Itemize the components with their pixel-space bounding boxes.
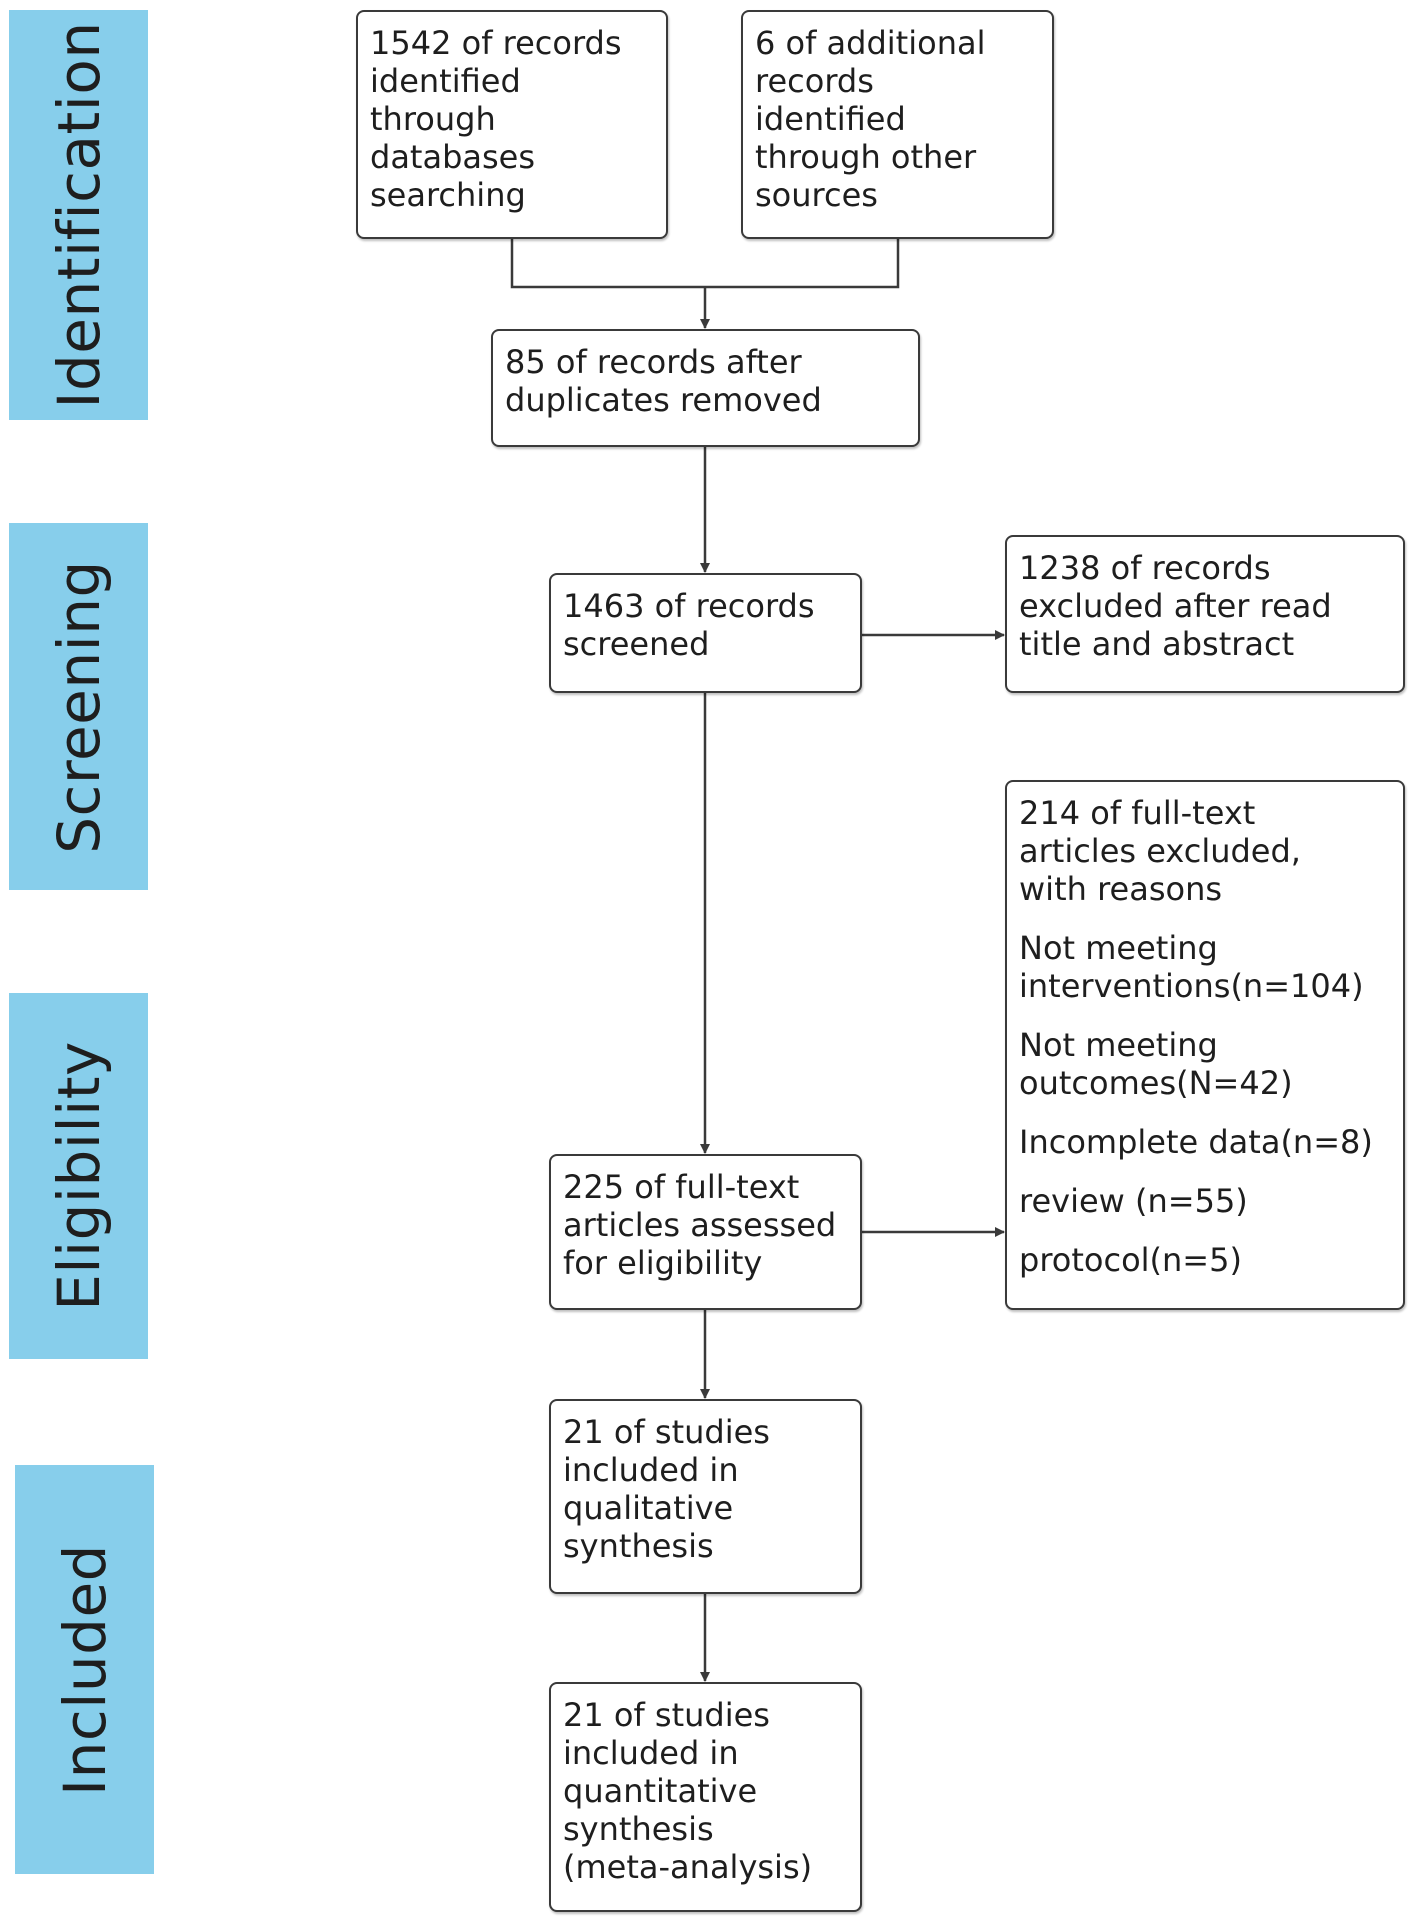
box-quantitative-synthesis: 21 of studies included in quantitative s… [549,1682,862,1912]
box-excluded-title-abstract: 1238 of records excluded after read titl… [1005,535,1405,693]
screened-text: 1463 of records screened [563,587,815,663]
exclusion-reasons: Not meeting interventions(n=104) Not mee… [1019,929,1391,1279]
full-text-excluded-heading: 214 of full-text articles excluded, with… [1019,794,1301,908]
qualitative-text: 21 of studies included in qualitative sy… [563,1413,770,1565]
box-full-text-assessed: 225 of full-text articles assessed for e… [549,1154,862,1310]
box-additional-records: 6 of additional records identified throu… [741,10,1054,239]
reason-protocol: protocol(n=5) [1019,1241,1242,1279]
stage-identification: Identification [9,10,148,420]
box-qualitative-synthesis: 21 of studies included in qualitative sy… [549,1399,862,1594]
reason-outcomes: Not meeting outcomes(N=42) [1019,1026,1293,1102]
box-after-duplicates: 85 of records after duplicates removed [491,329,920,447]
reason-review: review (n=55) [1019,1182,1248,1220]
quantitative-text: 21 of studies included in quantitative s… [563,1696,813,1886]
after-duplicates-text: 85 of records after duplicates removed [505,343,822,419]
excluded-title-abstract-text: 1238 of records excluded after read titl… [1019,549,1332,663]
reason-interventions: Not meeting interventions(n=104) [1019,929,1364,1005]
reason-incomplete-data: Incomplete data(n=8) [1019,1123,1373,1161]
full-text-assessed-text: 225 of full-text articles assessed for e… [563,1168,837,1282]
box-full-text-excluded: 214 of full-text articles excluded, with… [1005,780,1405,1310]
box-screened: 1463 of records screened [549,573,862,693]
stage-screening: Screening [9,523,148,890]
additional-records-text: 6 of additional records identified throu… [755,24,986,214]
database-records-text: 1542 of records identified through datab… [370,24,622,214]
merge-connector [510,238,900,289]
box-database-records: 1542 of records identified through datab… [356,10,668,239]
stage-eligibility: Eligibility [9,993,148,1359]
stage-included: Included [15,1465,154,1874]
